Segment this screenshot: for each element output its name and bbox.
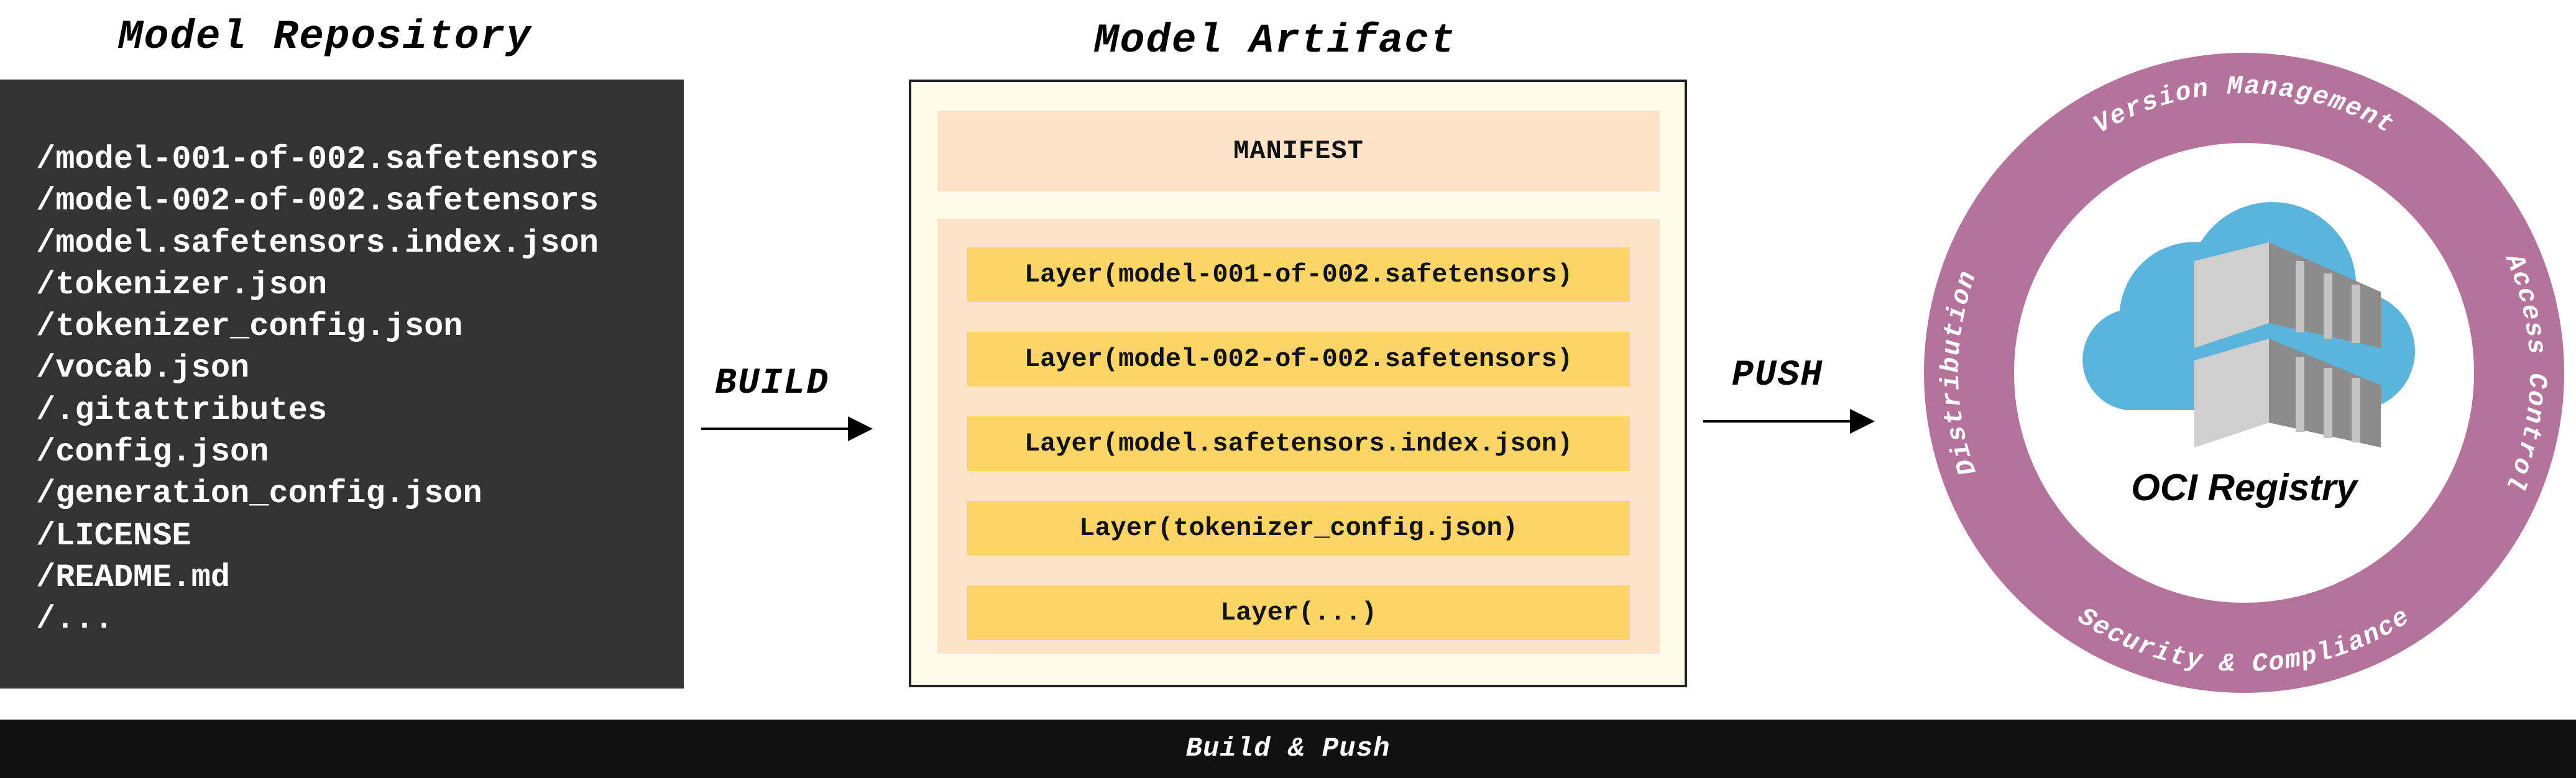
- layer-block: Layer(tokenizer_config.json): [967, 501, 1630, 556]
- file-item: /vocab.json: [36, 350, 250, 387]
- layers-group: Layer(model-001-of-002.safetensors) Laye…: [937, 219, 1660, 654]
- registry-name: OCI Registry: [2131, 467, 2358, 508]
- file-list: /model-001-of-002.safetensors /model-002…: [36, 139, 684, 641]
- file-item: /config.json: [36, 434, 269, 471]
- file-item: /.gitattributes: [36, 391, 328, 429]
- file-item: /...: [36, 601, 114, 638]
- push-label: PUSH: [1732, 355, 1824, 396]
- manifest-block: MANIFEST: [937, 111, 1660, 191]
- file-item: /tokenizer_config.json: [36, 308, 463, 346]
- layer-block: Layer(model.safetensors.index.json): [967, 416, 1630, 471]
- bottom-bar: Build & Push: [0, 720, 2576, 778]
- file-item: /README.md: [36, 559, 231, 596]
- file-item: /LICENSE: [36, 517, 191, 554]
- file-item: /model-001-of-002.safetensors: [36, 141, 599, 178]
- model-repository-panel: /model-001-of-002.safetensors /model-002…: [0, 80, 684, 689]
- file-item: /generation_config.json: [36, 475, 482, 513]
- file-item: /model-002-of-002.safetensors: [36, 183, 599, 220]
- file-item: /model.safetensors.index.json: [36, 224, 599, 262]
- diagram-graphics: OCI Registry Version Management Security…: [701, 53, 2564, 693]
- build-label: BUILD: [715, 364, 830, 404]
- model-artifact-box: MANIFEST Layer(model-001-of-002.safetens…: [909, 80, 1687, 687]
- repository-title: Model Repository: [118, 14, 532, 60]
- layer-block: Layer(...): [967, 585, 1630, 640]
- layer-block: Layer(model-002-of-002.safetensors): [967, 332, 1630, 387]
- artifact-title: Model Artifact: [1094, 17, 1456, 64]
- layer-block: Layer(model-001-of-002.safetensors): [967, 247, 1630, 302]
- cloud-container-icon: [2082, 202, 2415, 447]
- file-item: /tokenizer.json: [36, 266, 328, 303]
